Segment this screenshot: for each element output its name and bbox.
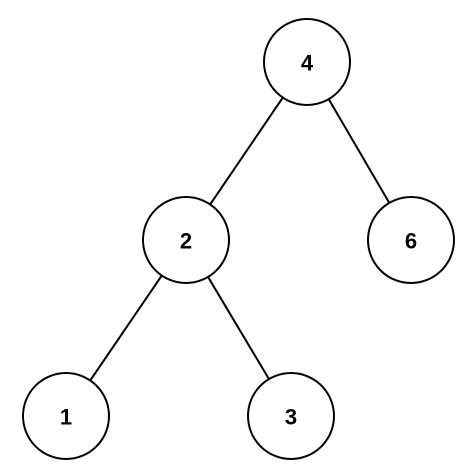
tree-node-3: 3 <box>247 372 335 460</box>
edge-2-3 <box>207 275 270 381</box>
node-circle <box>367 196 455 284</box>
tree-node-6: 6 <box>367 196 455 284</box>
nodes-layer: 4 2 6 1 3 <box>22 18 455 460</box>
node-circle <box>263 18 351 106</box>
edge-4-6 <box>327 98 391 204</box>
node-label: 2 <box>180 229 192 254</box>
edge-4-2 <box>209 96 284 206</box>
node-circle <box>142 196 230 284</box>
node-label: 6 <box>405 229 417 254</box>
tree-node-1: 1 <box>22 372 110 460</box>
node-label: 4 <box>301 51 314 76</box>
node-label: 1 <box>60 405 72 430</box>
node-label: 3 <box>285 405 297 430</box>
tree-node-2: 2 <box>142 196 230 284</box>
node-circle <box>22 372 110 460</box>
edges-layer <box>89 96 391 382</box>
tree-node-4: 4 <box>263 18 351 106</box>
node-circle <box>247 372 335 460</box>
edge-2-1 <box>89 274 163 382</box>
